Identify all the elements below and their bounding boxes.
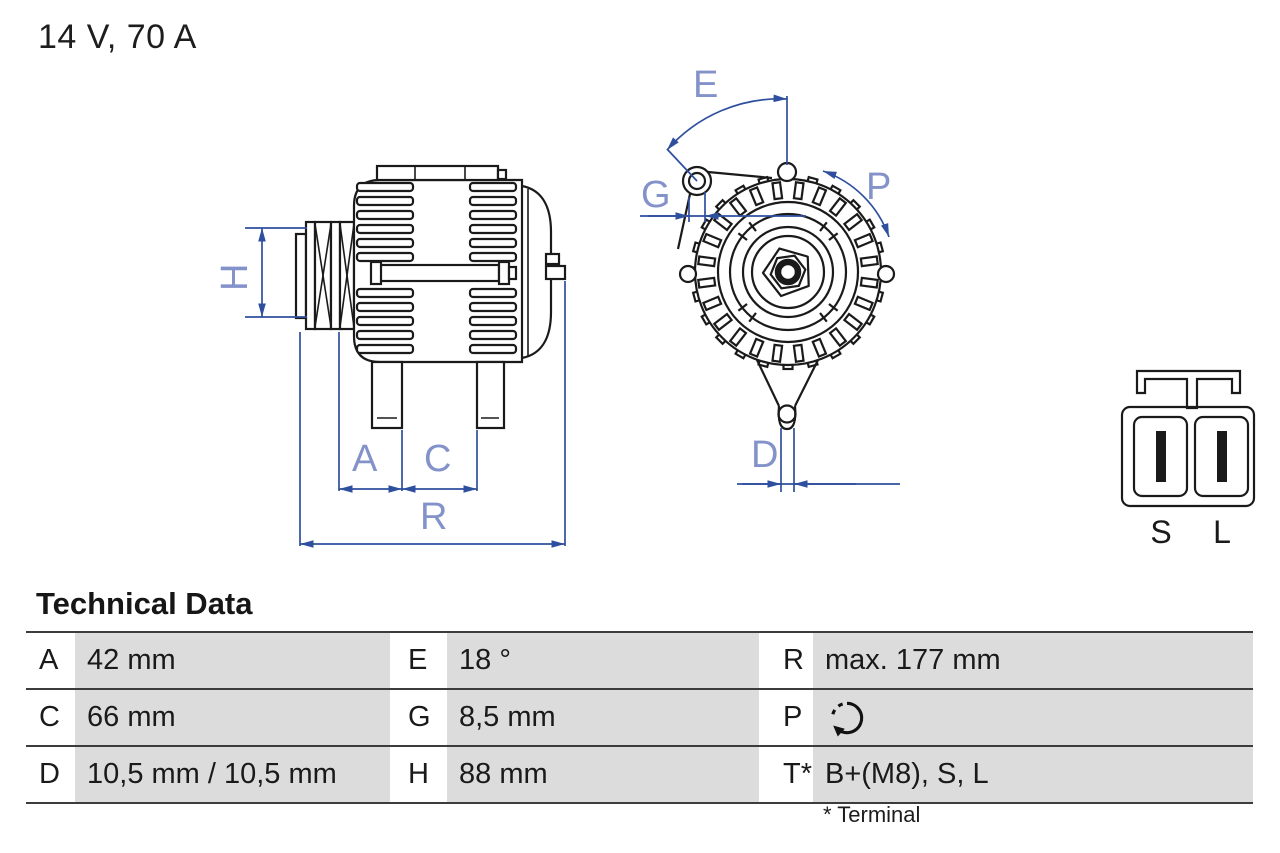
shaft-bore: [774, 258, 802, 286]
dim-key-C: C: [26, 690, 75, 745]
dimension-label-A: A: [352, 438, 378, 480]
dim-value-D: 10,5 mm / 10,5 mm: [75, 747, 390, 802]
technical-data-title: Technical Data: [36, 586, 253, 621]
dimension-label-P: P: [866, 166, 891, 208]
pin-S: [1156, 431, 1166, 482]
dim-key-A: A: [26, 633, 75, 688]
top-ear: [776, 161, 798, 183]
table-row: C 66 mm G 8,5 mm P: [26, 688, 1253, 745]
bplus-terminal-nut: [544, 264, 567, 281]
product-rating: 14 V, 70 A: [38, 18, 197, 56]
pulley: [294, 220, 356, 331]
dim-value-E: 18 °: [447, 633, 759, 688]
dim-key-R: R: [759, 633, 813, 688]
dimensions: H A C R E G P D: [214, 64, 900, 548]
dim-value-A: 42 mm: [75, 633, 390, 688]
dim-key-H: H: [390, 747, 447, 802]
dimension-label-G: G: [641, 174, 671, 216]
technical-data-table: A 42 mm E 18 ° R max. 177 mm C 66 mm G 8…: [26, 631, 1253, 804]
dimension-label-H: H: [214, 264, 256, 291]
dim-value-G: 8,5 mm: [447, 690, 759, 745]
dim-key-D: D: [26, 747, 75, 802]
dim-key-E: E: [390, 633, 447, 688]
housing: [352, 164, 567, 364]
dimension-label-E: E: [693, 64, 718, 106]
dim-key-T: T*: [759, 747, 813, 802]
front-view: [676, 161, 896, 431]
right-ear: [876, 264, 896, 284]
pin-label-s: S: [1150, 514, 1171, 550]
dim-key-P: P: [759, 690, 813, 745]
alternator-technical-drawing: S L H A C R E G P: [214, 64, 1256, 550]
connector-clip: [1135, 369, 1242, 410]
dim-value-P: [813, 690, 1253, 745]
table-row: D 10,5 mm / 10,5 mm H 88 mm T* B+(M8), S…: [26, 745, 1253, 802]
dimension-label-D: D: [751, 434, 778, 476]
bplus-terminal-stud: [544, 252, 561, 266]
table-row: A 42 mm E 18 ° R max. 177 mm: [26, 633, 1253, 688]
shaft-hex-nut: [769, 254, 807, 290]
rotation-direction-icon: [831, 701, 864, 736]
connector: S L: [1120, 369, 1256, 550]
pin-label-l: L: [1213, 514, 1231, 550]
dim-key-G: G: [390, 690, 447, 745]
dim-value-T: B+(M8), S, L: [813, 747, 1253, 802]
dimension-label-C: C: [424, 438, 451, 480]
dim-value-H: 88 mm: [447, 747, 759, 802]
side-view: [294, 164, 567, 430]
bottom-mounting-lug: [756, 359, 819, 431]
dim-value-C: 66 mm: [75, 690, 390, 745]
terminal-footnote: * Terminal: [823, 802, 921, 827]
mounting-legs: [370, 360, 506, 430]
pin-L: [1217, 431, 1227, 482]
left-ear: [678, 264, 698, 284]
dim-value-R: max. 177 mm: [813, 633, 1253, 688]
dimension-label-R: R: [420, 496, 447, 538]
